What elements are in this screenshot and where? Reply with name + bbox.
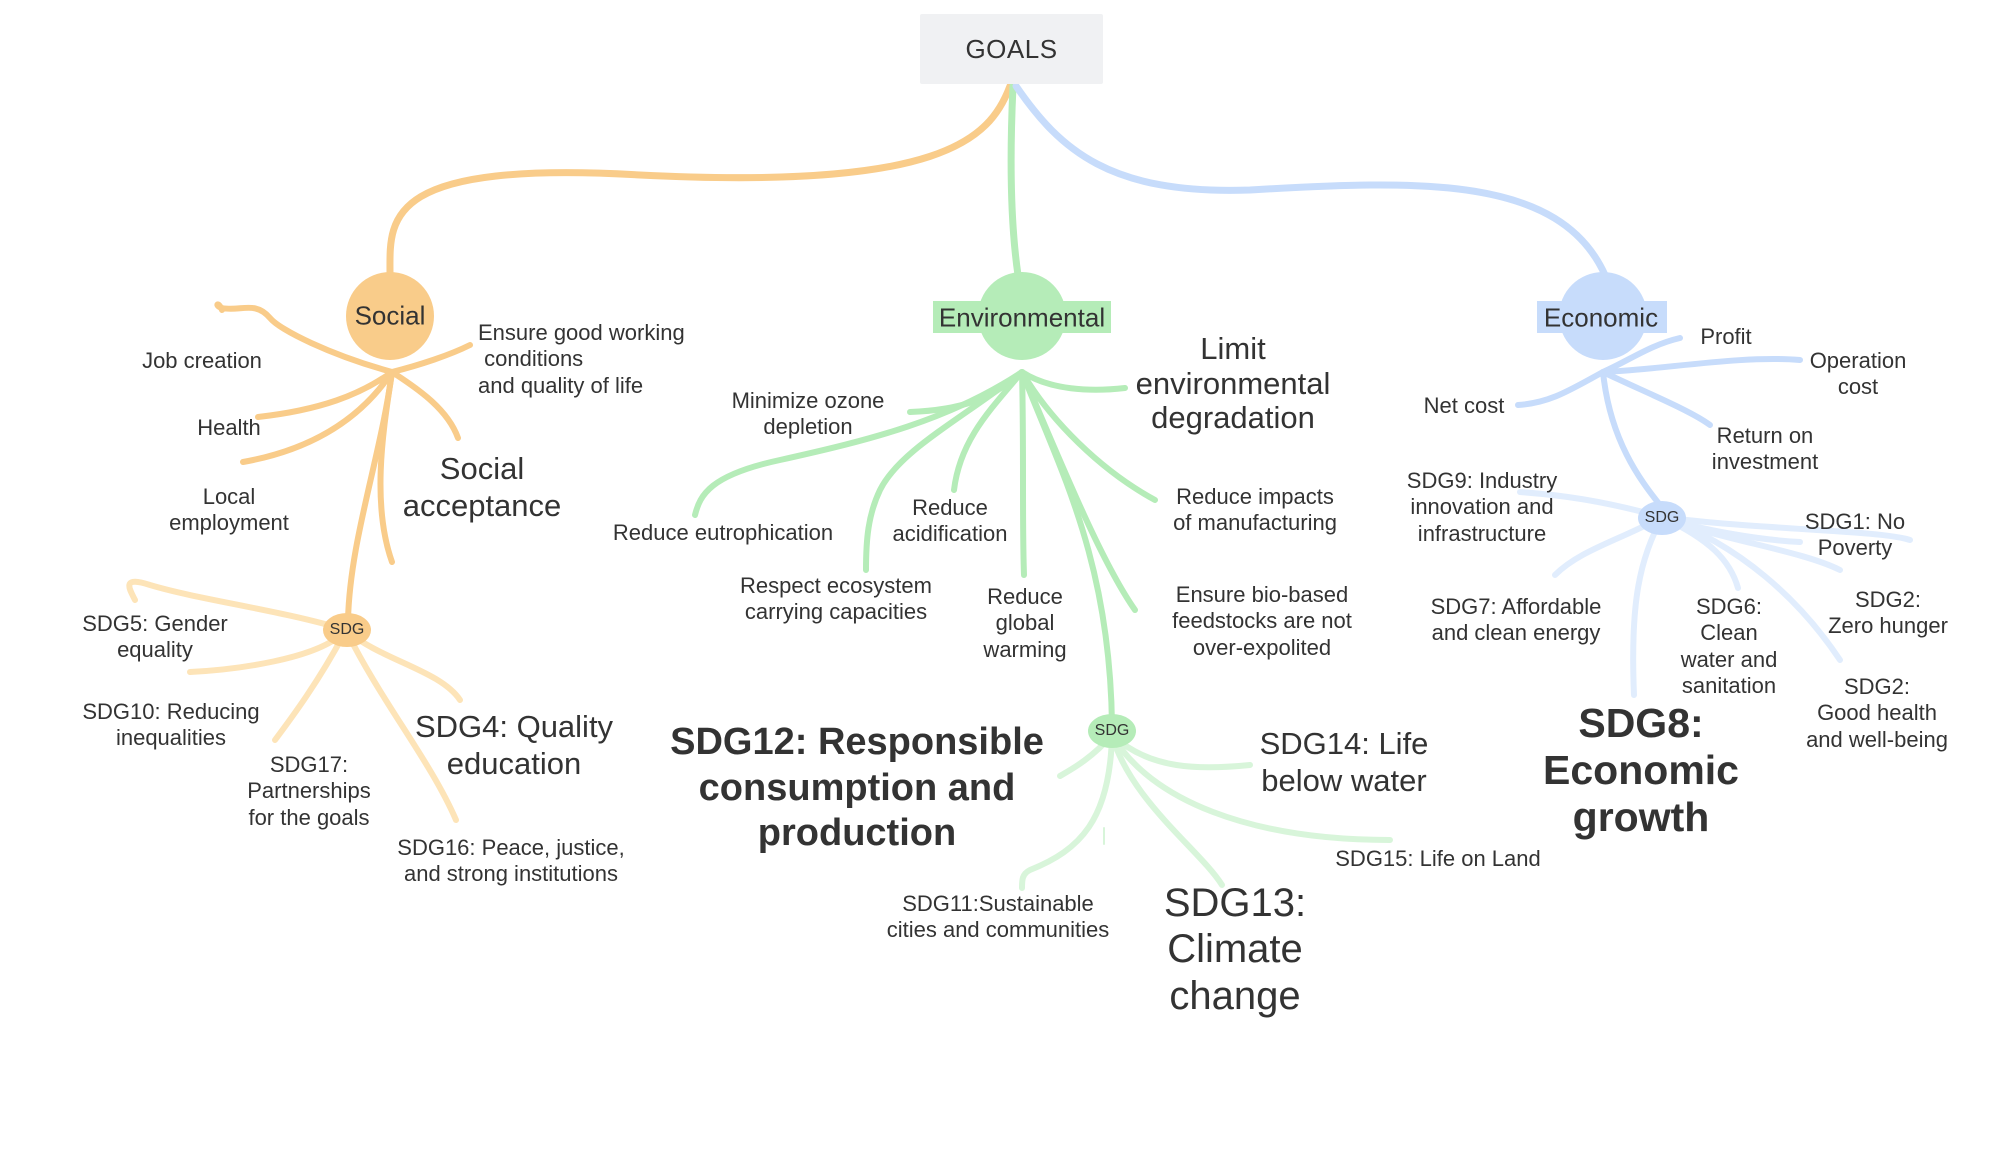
- goal-respect-ecosystem: Respect ecosystem carrying capacities: [740, 573, 932, 625]
- link-env-acidification: [951, 369, 1025, 493]
- goal-biobased-feedstocks: Ensure bio-based feedstocks are not over…: [1172, 582, 1352, 660]
- link-env-ecosystem: [863, 369, 1025, 573]
- link-env-warming: [1019, 369, 1027, 578]
- link-econ-sdg2-health: [1659, 514, 1843, 663]
- social-sdg-label: SDG: [329, 621, 365, 638]
- link-social-acceptance: [389, 369, 461, 441]
- sdg8-economic-growth: SDG8: Economic growth: [1543, 700, 1739, 841]
- goal-job-creation: Job creation: [142, 348, 262, 373]
- sdg2-good-health: SDG2: Good health and well-being: [1806, 674, 1948, 752]
- economic-title: Economic: [1543, 302, 1659, 333]
- link-social-local: [240, 369, 395, 465]
- sdg14-life-below-water: SDG14: Life below water: [1259, 726, 1429, 799]
- goal-operation-cost: Operation cost: [1809, 348, 1907, 400]
- link-env-manufacturing: [1019, 369, 1158, 503]
- link-social-sdg17: [272, 627, 349, 743]
- link-econ-netcost: [1515, 369, 1606, 408]
- social-node: [346, 272, 434, 360]
- sdg13-climate-change: SDG13: Climate change: [1163, 881, 1307, 1018]
- link-econ-profit: [1600, 335, 1683, 375]
- link-env-sdg11: [1019, 732, 1115, 891]
- goal-working-conditions: Ensure good working conditions and quali…: [478, 320, 685, 398]
- goal-health: Health: [197, 415, 261, 440]
- link-goals-social: [386, 82, 1014, 279]
- economic-node-band: [1537, 301, 1667, 333]
- goal-reduce-eutrophication: Reduce eutrophication: [612, 520, 834, 545]
- environmental-sdg-node: [1088, 714, 1136, 748]
- link-econ-sdg8: [1630, 514, 1665, 698]
- goal-reduce-global-warming: Reduce global warming: [983, 584, 1067, 662]
- sdg17-partnerships: SDG17: Partnerships for the goals: [247, 752, 371, 830]
- link-social-sdg5: [126, 578, 349, 633]
- goal-profit: Profit: [1700, 324, 1752, 349]
- link-econ-roi: [1600, 369, 1713, 428]
- goal-reduce-acidification: Reduce acidification: [892, 495, 1008, 547]
- sdg7-affordable-energy: SDG7: Affordable and clean energy: [1430, 594, 1602, 646]
- link-econ-sdg: [1600, 369, 1663, 508]
- link-social-sdg: [345, 369, 395, 623]
- link-env-sdg: [1019, 369, 1115, 728]
- sdg9-industry-innovation: SDG9: Industry innovation and infrastruc…: [1406, 468, 1558, 546]
- environmental-sdg-label: SDG: [1094, 722, 1130, 739]
- link-env-sdg13: [1109, 732, 1225, 888]
- sdg6-clean-water: SDG6: Clean water and sanitation: [1680, 594, 1778, 699]
- environmental-title: Environmental: [938, 302, 1106, 333]
- economic-sdg-node: [1638, 501, 1686, 535]
- link-env-limit: [1019, 369, 1128, 393]
- link-econ-sdg1-tail: [1659, 514, 1913, 543]
- link-env-sdg14: [1109, 732, 1253, 771]
- sdg15-life-on-land: SDG15: Life on Land: [1335, 846, 1541, 871]
- goal-limit-degradation: Limit environmental degradation: [1135, 331, 1331, 436]
- goals-root-box: GOALS: [920, 14, 1103, 84]
- sdg16-peace-justice: SDG16: Peace, justice, and strong instit…: [397, 835, 625, 887]
- goal-social-acceptance: Social acceptance: [402, 451, 562, 524]
- goal-return-on-investment: Return on investment: [1711, 423, 1819, 475]
- link-econ-operation: [1600, 355, 1803, 375]
- sdg5-gender-equality: SDG5: Gender equality: [82, 611, 228, 663]
- sdg2-zero-hunger: SDG2: Zero hunger: [1828, 587, 1948, 639]
- link-env-eutro: [692, 369, 1025, 518]
- link-social-working: [389, 342, 473, 375]
- social-title: Social: [354, 300, 426, 331]
- sdg1-no-poverty: SDG1: No Poverty: [1804, 509, 1906, 561]
- goals-root-label: GOALS: [965, 33, 1058, 64]
- link-social-job: [214, 301, 395, 375]
- link-goals-environmental: [1007, 82, 1022, 279]
- sdg4-quality-education: SDG4: Quality education: [414, 709, 614, 782]
- environmental-node-band: [933, 301, 1111, 333]
- goal-local-employment: Local employment: [169, 484, 289, 536]
- economic-sdg-label: SDG: [1644, 509, 1680, 526]
- link-social-health: [255, 369, 395, 420]
- goal-net-cost: Net cost: [1423, 393, 1505, 418]
- goal-minimize-ozone: Minimize ozone depletion: [731, 388, 885, 440]
- social-sdg-node: [323, 613, 371, 647]
- sdg10-reducing-inequalities: SDG10: Reducing inequalities: [82, 699, 260, 751]
- link-social-sdg16: [343, 627, 459, 823]
- link-goals-economic: [1012, 82, 1609, 279]
- sdg12-responsible-consumption: SDG12: Responsible consumption and produ…: [670, 721, 1044, 855]
- link-env-sdg15: [1109, 732, 1393, 843]
- goal-reduce-manufacturing: Reduce impacts of manufacturing: [1173, 484, 1337, 536]
- sdg11-sustainable-cities: SDG11:Sustainable cities and communities: [886, 891, 1110, 943]
